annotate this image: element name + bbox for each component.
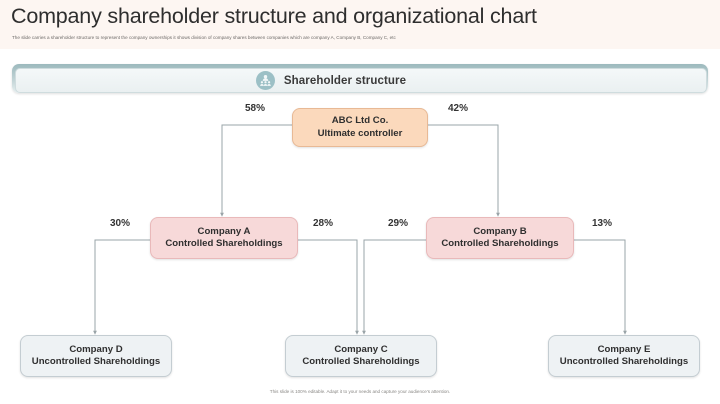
footer-note: This slide is 100% editable. Adapt it to… — [269, 389, 451, 394]
title-band — [0, 0, 720, 49]
node-company-b[interactable]: Company B Controlled Shareholdings — [426, 217, 574, 259]
edge-label-company-b-to-company-c: 29% — [388, 218, 409, 229]
node-company-d[interactable]: Company D Uncontrolled Shareholdings — [20, 335, 172, 377]
node-line-1: Company A — [197, 225, 251, 237]
section-header-content: Shareholder structure — [255, 71, 407, 90]
node-line-1: Company D — [69, 343, 123, 355]
node-line-1: ABC Ltd Co. — [331, 115, 389, 126]
page-title: Company shareholder structure and organi… — [11, 4, 537, 28]
page-subtitle: The slide carries a shareholder structur… — [12, 35, 396, 40]
node-company-e[interactable]: Company E Uncontrolled Shareholdings — [548, 335, 700, 377]
edge-label-root-to-company-a: 58% — [245, 103, 266, 114]
node-line-2: Controlled Shareholdings — [165, 238, 283, 249]
edge-label-root-to-company-b: 42% — [448, 103, 469, 114]
node-line-2: Controlled Shareholdings — [441, 238, 559, 249]
node-line-2: Uncontrolled Shareholdings — [31, 356, 161, 367]
node-line-1: Company B — [473, 225, 527, 237]
node-line-1: Company E — [597, 343, 651, 355]
edge-label-company-b-to-company-e: 13% — [592, 218, 613, 229]
node-line-1: Company C — [334, 343, 388, 355]
edge-label-company-a-to-company-c: 28% — [313, 218, 334, 229]
connector-lines — [93, 124, 627, 335]
edge-label-company-a-to-company-d: 30% — [110, 218, 131, 229]
node-line-2: Controlled Shareholdings — [302, 356, 420, 367]
node-line-2: Uncontrolled Shareholdings — [559, 356, 689, 367]
node-company-a[interactable]: Company A Controlled Shareholdings — [150, 217, 298, 259]
section-title: Shareholder structure — [283, 74, 407, 87]
section-header-shareholder-structure[interactable]: Shareholder structure — [15, 68, 707, 93]
people-group-icon — [255, 71, 275, 90]
node-company-c[interactable]: Company C Controlled Shareholdings — [285, 335, 437, 377]
node-abc-ltd-co[interactable]: ABC Ltd Co. Ultimate controller — [292, 108, 428, 147]
node-line-2: Ultimate controller — [317, 127, 403, 139]
org-chart: ABC Ltd Co. Ultimate controller Company … — [0, 95, 720, 390]
